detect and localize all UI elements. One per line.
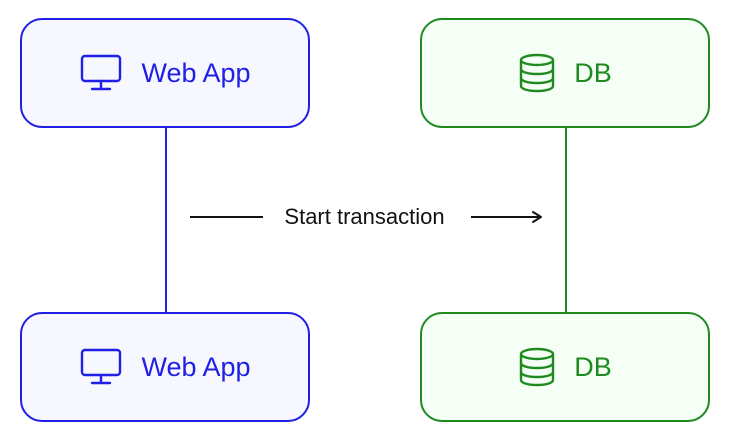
db-label: DB	[574, 351, 612, 382]
monitor-icon	[79, 347, 123, 387]
web-app-participant-bottom: Web App	[20, 312, 310, 422]
db-participant-bottom: DB	[420, 312, 710, 422]
web-app-lifeline	[165, 128, 167, 312]
database-icon	[518, 346, 556, 388]
db-lifeline	[565, 128, 567, 312]
database-icon	[518, 52, 556, 94]
db-participant-top: DB	[420, 18, 710, 128]
message-arrow	[190, 211, 542, 223]
message-label: Start transaction	[263, 202, 466, 232]
message-start-transaction: Start transaction	[190, 200, 550, 234]
db-label: DB	[574, 57, 612, 88]
monitor-icon	[79, 53, 123, 93]
web-app-label: Web App	[141, 351, 251, 382]
web-app-label: Web App	[141, 57, 251, 88]
web-app-participant-top: Web App	[20, 18, 310, 128]
